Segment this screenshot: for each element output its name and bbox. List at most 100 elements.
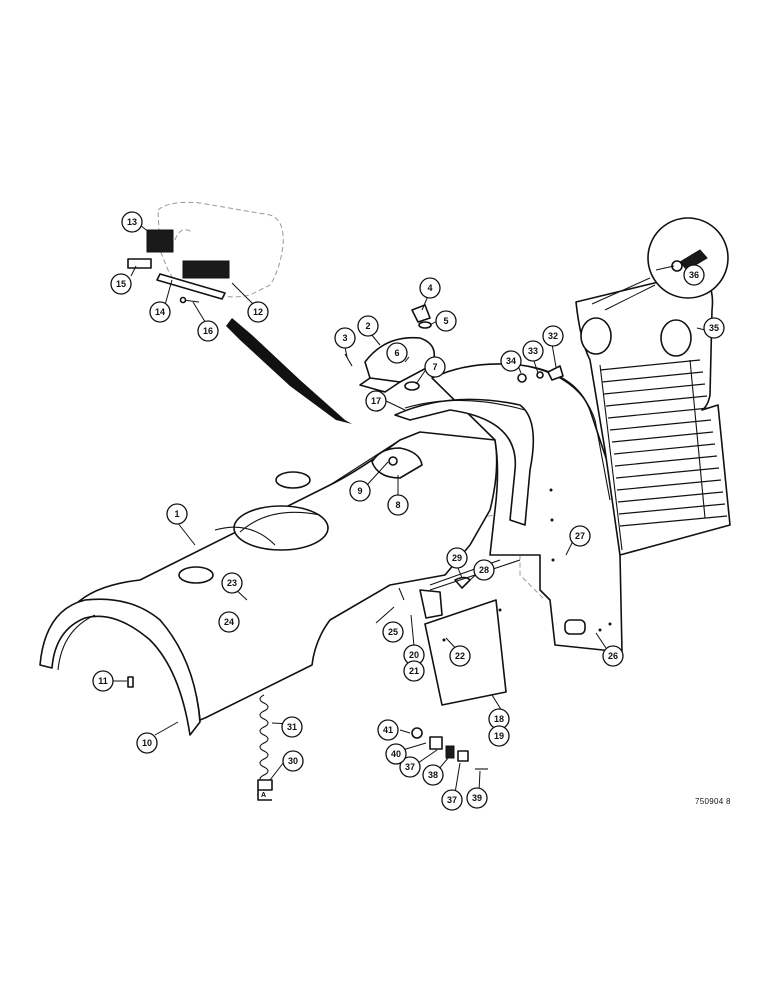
callout-label: 8	[395, 500, 400, 510]
front-guard-10	[39, 598, 201, 736]
callout-label: 37	[405, 762, 415, 772]
callout-label: 16	[203, 326, 213, 336]
callout-5: 5	[435, 310, 457, 332]
callout-33: 33	[522, 340, 544, 362]
callout-31: 31	[281, 716, 303, 738]
callout-40: 40	[385, 743, 407, 765]
callout-32: 32	[542, 325, 564, 347]
callout-label: 35	[709, 323, 719, 333]
hood-opening-front	[178, 566, 214, 584]
callout-2: 2	[357, 315, 379, 337]
callout-30: 30	[282, 750, 304, 772]
callout-label: 34	[506, 356, 516, 366]
callout-26: 26	[602, 645, 624, 667]
pin-11	[127, 676, 134, 688]
callout-22: 22	[449, 645, 471, 667]
phantom-instrument-panel	[157, 201, 284, 298]
hardware-set	[411, 727, 488, 770]
callout-label: 33	[528, 346, 538, 356]
callout-label: 4	[427, 283, 432, 293]
callout-label: 9	[357, 486, 362, 496]
callout-label: 38	[428, 770, 438, 780]
callout-6: 6	[386, 342, 408, 364]
callout-label: 29	[452, 553, 462, 563]
callout-label: 1	[174, 509, 179, 519]
callout-label: 30	[288, 756, 298, 766]
callout-29: 29	[446, 547, 468, 569]
callout-label: 19	[494, 731, 504, 741]
callout-9: 9	[349, 480, 371, 502]
callout-label: 2	[365, 321, 370, 331]
callout-label: 31	[287, 722, 297, 732]
callout-13: 13	[121, 211, 143, 233]
callout-label: 37	[447, 795, 457, 805]
callout-16: 16	[197, 320, 219, 342]
callout-19: 19	[488, 725, 510, 747]
callout-17: 17	[365, 390, 387, 412]
callout-layer: 1234567891011121314151617181920212223242…	[92, 211, 725, 811]
callout-28: 28	[473, 559, 495, 581]
callout-label: 39	[472, 793, 482, 803]
callout-37: 37	[441, 789, 463, 811]
callout-label: 25	[388, 627, 398, 637]
pointer-arrow	[226, 318, 352, 424]
plate-15	[127, 258, 152, 269]
drawing-number: 750904 8	[695, 797, 731, 806]
callout-label: 3	[342, 333, 347, 343]
callout-38: 38	[422, 764, 444, 786]
callout-3: 3	[334, 327, 356, 349]
decal-group	[127, 229, 230, 304]
wing-nut-4	[411, 304, 431, 323]
callout-10: 10	[136, 732, 158, 754]
hood	[74, 431, 498, 721]
callout-label: 27	[575, 531, 585, 541]
callout-label: 5	[443, 316, 448, 326]
callout-25: 25	[382, 621, 404, 643]
hook-30	[257, 779, 273, 801]
callout-34: 34	[500, 350, 522, 372]
washer-5	[418, 321, 432, 329]
callout-7: 7	[424, 356, 446, 378]
callout-4: 4	[419, 277, 441, 299]
callout-label: 21	[409, 666, 419, 676]
bar-14	[156, 273, 226, 300]
callout-label: 13	[127, 217, 137, 227]
callout-label: 15	[116, 279, 126, 289]
callout-label: 12	[253, 307, 263, 317]
callout-37: 37	[399, 756, 421, 778]
callout-label: 7	[432, 362, 437, 372]
callout-36: 36	[683, 264, 705, 286]
callout-35: 35	[703, 317, 725, 339]
callout-label: 22	[455, 651, 465, 661]
spring-31: A	[257, 694, 273, 801]
callout-label: 20	[409, 650, 419, 660]
callout-label: 26	[608, 651, 618, 661]
ring-7	[404, 381, 420, 391]
decal-13	[146, 229, 174, 253]
callout-label: 6	[394, 348, 399, 358]
grille-35	[575, 271, 731, 556]
hardware-32-34	[517, 365, 564, 383]
grille-light-hole-left	[580, 317, 612, 355]
callout-label: 41	[383, 725, 393, 735]
rear-frame-17	[394, 398, 535, 526]
callout-39: 39	[466, 787, 488, 809]
callout-label: 40	[391, 749, 401, 759]
callout-label: 28	[479, 565, 489, 575]
callout-12: 12	[247, 301, 269, 323]
callout-label: 32	[548, 331, 558, 341]
callout-11: 11	[92, 670, 114, 692]
hood-opening-large	[233, 505, 329, 551]
callout-label: 24	[224, 617, 234, 627]
pin-3	[344, 353, 353, 367]
callout-label: 18	[494, 714, 504, 724]
callout-23: 23	[221, 572, 243, 594]
callout-label: 17	[371, 396, 381, 406]
grille-light-hole-right	[660, 319, 692, 357]
svg-text:A: A	[261, 792, 266, 799]
callout-24: 24	[218, 611, 240, 633]
callout-21: 21	[403, 660, 425, 682]
callout-label: 11	[98, 676, 108, 686]
callout-1: 1	[166, 503, 188, 525]
